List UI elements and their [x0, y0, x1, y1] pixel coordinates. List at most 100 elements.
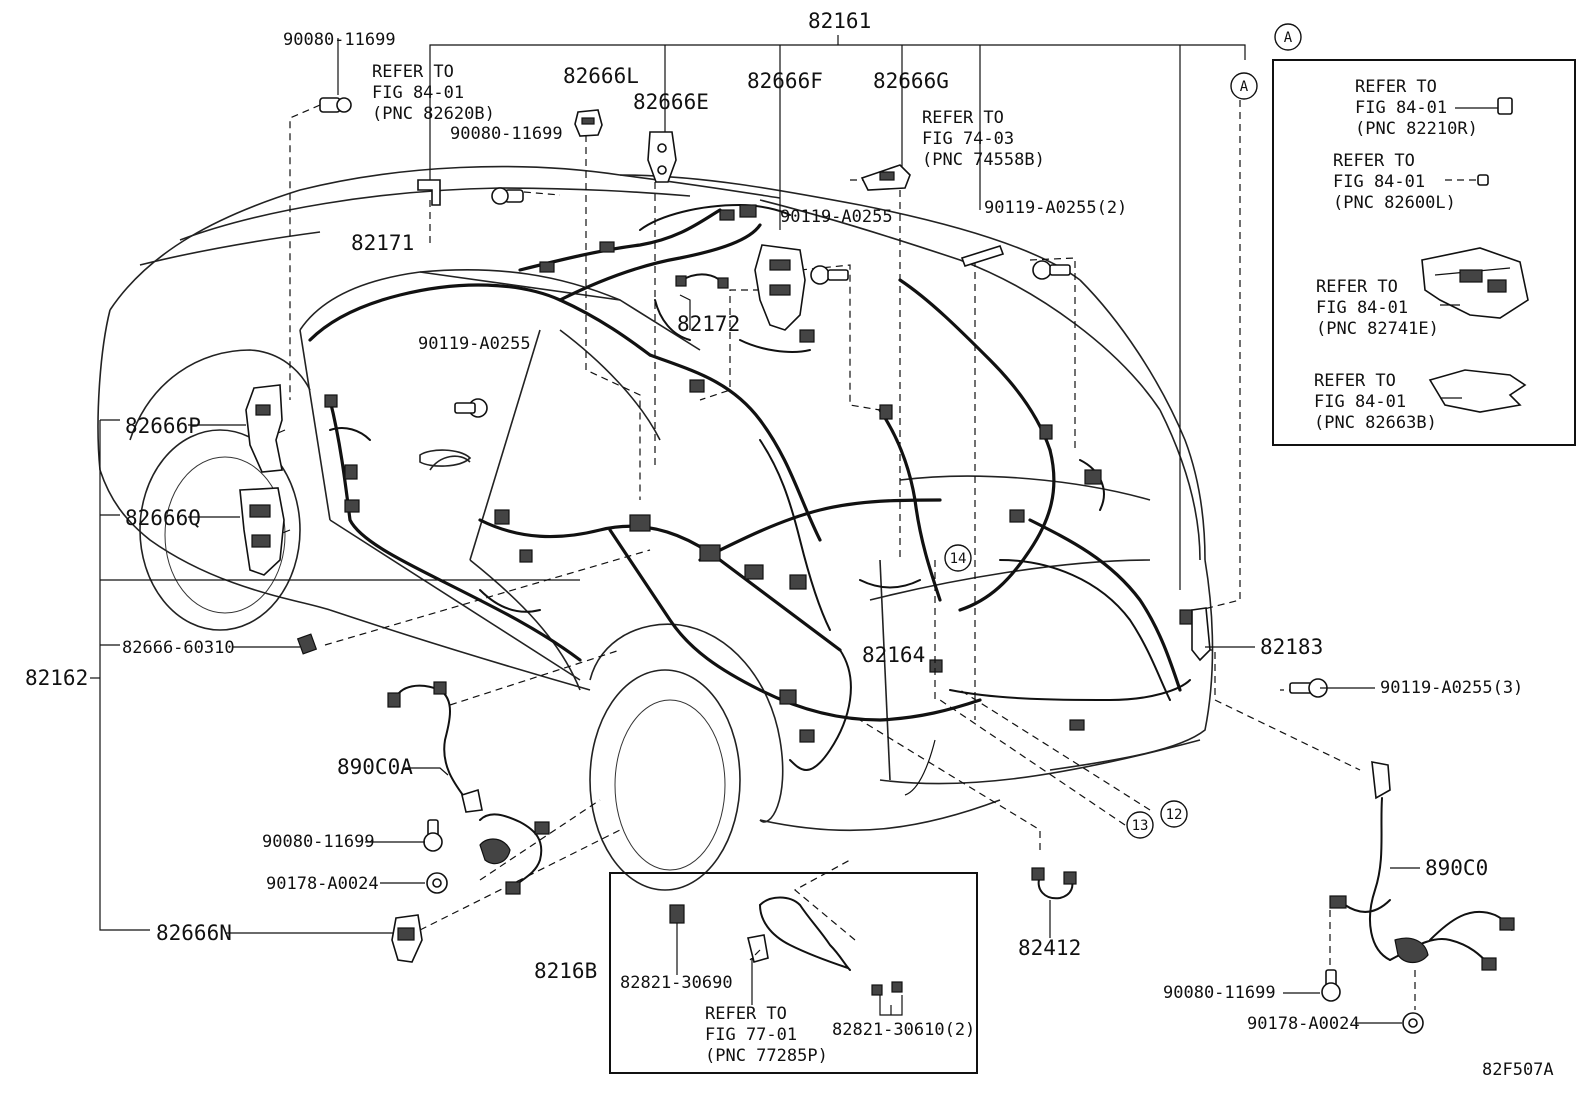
label-82162: 82162: [25, 666, 88, 690]
connector-icon: [1497, 97, 1513, 115]
label-90178-left: 90178-A0024: [266, 874, 379, 894]
label-ref-82620b-1: REFER TO: [372, 62, 454, 82]
bolt-icon: [319, 97, 352, 113]
inset-box-8216b: [609, 872, 978, 1074]
label-90080-left: 90080-11699: [262, 832, 375, 852]
label-90080-top: 90080-11699: [283, 30, 396, 50]
solid-leaders: [188, 38, 1420, 1024]
label-ref-82620b-3: (PNC 82620B): [372, 104, 495, 124]
wire-harness-main: [308, 203, 1191, 771]
label-82821-30610: 82821-30610(2): [832, 1020, 975, 1040]
bracket-82161: [429, 35, 1246, 590]
bracket-icon: [245, 384, 283, 473]
abs-sensor-icon: [387, 681, 550, 895]
svg-text:12: 12: [1166, 807, 1183, 823]
marker-12: 12: [1160, 800, 1188, 828]
connector-icon: [1477, 174, 1489, 186]
junction-block-icon: [1421, 247, 1529, 319]
bolt-icon: [810, 265, 849, 285]
part-icons: [239, 97, 1515, 1034]
bracket-icon: [860, 164, 911, 191]
label-ref-82210r-3: (PNC 82210R): [1355, 119, 1478, 139]
bolt-icon: [491, 187, 524, 205]
label-890c0: 890C0: [1425, 856, 1488, 880]
label-82172: 82172: [677, 312, 740, 336]
sub-harness-icon: [1031, 867, 1077, 900]
label-90080-mid: 90080-11699: [450, 124, 563, 144]
label-ref-82210r-1: REFER TO: [1355, 77, 1437, 97]
marker-a-main: A: [1230, 72, 1258, 100]
svg-text:A: A: [1240, 79, 1249, 95]
label-82821-30690: 82821-30690: [620, 973, 733, 993]
label-ref-82741e-3: (PNC 82741E): [1316, 319, 1439, 339]
marker-13: 13: [1126, 811, 1154, 839]
harness-connectors: [324, 204, 1193, 743]
label-ref-82600l-3: (PNC 82600L): [1333, 193, 1456, 213]
label-ref-82663b-2: FIG 84-01: [1314, 392, 1406, 412]
bolt-icon: [454, 398, 488, 418]
bracket-icon: [574, 109, 603, 137]
bolt-icon: [423, 819, 443, 852]
label-ref-82210r-2: FIG 84-01: [1355, 98, 1447, 118]
label-90119-b: 90119-A0255: [418, 334, 531, 354]
marker-a-box: A: [1274, 23, 1302, 51]
label-82666n: 82666N: [156, 921, 232, 945]
label-ref-77285p-3: (PNC 77285P): [705, 1046, 828, 1066]
label-ref-82741e-2: FIG 84-01: [1316, 298, 1408, 318]
label-82666f: 82666F: [747, 69, 823, 93]
label-ref-82663b-3: (PNC 82663B): [1314, 413, 1437, 433]
label-82666q: 82666Q: [125, 506, 201, 530]
bracket-icon: [647, 131, 677, 183]
clip-icon: [417, 179, 441, 206]
label-82183: 82183: [1260, 635, 1323, 659]
label-ref-74558b-2: FIG 74-03: [922, 129, 1014, 149]
bracket-icon: [239, 487, 285, 576]
label-90119-3: 90119-A0255(3): [1380, 678, 1523, 698]
bracket-82162: [90, 419, 580, 931]
bolt-icon: [1032, 260, 1071, 280]
abs-sensor-icon: [1329, 761, 1515, 971]
sub-harness-icon: [747, 896, 851, 971]
label-ref-82600l-1: REFER TO: [1333, 151, 1415, 171]
label-82666p: 82666P: [125, 414, 201, 438]
connector-icon: [871, 981, 903, 996]
clip-icon: [296, 633, 318, 655]
label-82666g: 82666G: [873, 69, 949, 93]
label-ref-82600l-2: FIG 84-01: [1333, 172, 1425, 192]
bolt-icon: [1321, 969, 1341, 1002]
label-82164: 82164: [862, 643, 925, 667]
label-ref-77285p-1: REFER TO: [705, 1004, 787, 1024]
label-82666l: 82666L: [563, 64, 639, 88]
connector-icon: [669, 904, 685, 924]
sub-harness-icon: [654, 273, 729, 341]
nut-icon: [426, 872, 448, 894]
label-890c0a: 890C0A: [337, 755, 413, 779]
label-82666-60310: 82666-60310: [122, 638, 235, 658]
inset-box-a: [1272, 59, 1576, 446]
callout-labels: 82161 90080-11699 REFER TO FIG 84-01 (PN…: [25, 9, 1554, 1080]
tape-icon: [960, 245, 1005, 267]
svg-text:13: 13: [1132, 818, 1149, 834]
marker-14: 14: [944, 544, 972, 572]
label-90119-2: 90119-A0255(2): [984, 198, 1127, 218]
label-82161: 82161: [808, 9, 871, 33]
bracket-icon: [1191, 607, 1211, 662]
label-90080-right: 90080-11699: [1163, 983, 1276, 1003]
bracket-icon: [391, 914, 423, 963]
svg-text:A: A: [1284, 30, 1293, 46]
label-82171: 82171: [351, 231, 414, 255]
label-82412: 82412: [1018, 936, 1081, 960]
label-ref-74558b-3: (PNC 74558B): [922, 150, 1045, 170]
figure-code: 82F507A: [1482, 1060, 1554, 1080]
label-90119-a: 90119-A0255: [780, 207, 893, 227]
label-8216b: 8216B: [534, 959, 597, 983]
cover-plate-icon: [1428, 369, 1527, 413]
nut-icon: [1402, 1012, 1424, 1034]
svg-text:14: 14: [950, 551, 967, 567]
label-82666e: 82666E: [633, 90, 709, 114]
label-ref-77285p-2: FIG 77-01: [705, 1025, 797, 1045]
label-ref-82741e-1: REFER TO: [1316, 277, 1398, 297]
label-ref-82663b-1: REFER TO: [1314, 371, 1396, 391]
label-ref-74558b-1: REFER TO: [922, 108, 1004, 128]
